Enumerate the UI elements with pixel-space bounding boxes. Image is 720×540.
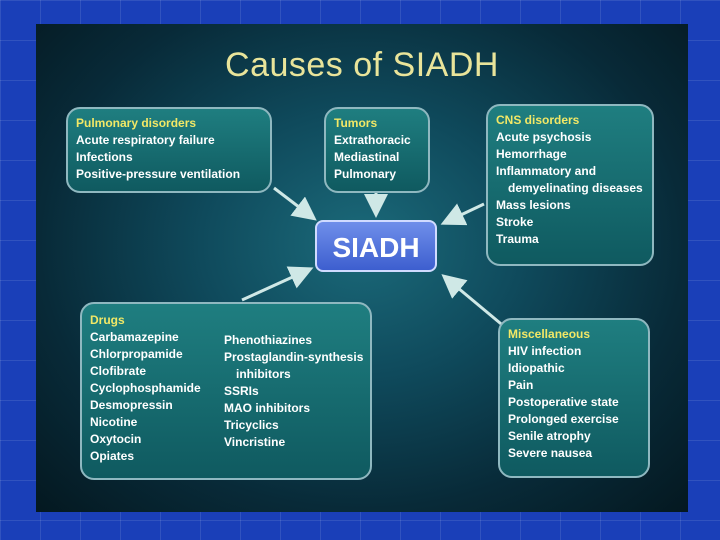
cns-item: Inflammatory and: [496, 164, 597, 178]
drugs-item: Tricyclics: [224, 418, 279, 432]
drugs-item: Cyclophosphamide: [90, 381, 201, 395]
slide: Causes of SIADH Pulmonary disorders Acut…: [36, 24, 688, 512]
pulmonary-title: Pulmonary disorders: [76, 116, 197, 130]
drugs-title: Drugs: [90, 313, 125, 327]
arrow-misc: [441, 274, 507, 330]
tumors-title: Tumors: [334, 116, 378, 130]
misc-title: Miscellaneous: [508, 327, 591, 341]
drugs-item: Chlorpropamide: [90, 347, 183, 361]
tumors-box: Tumors Extrathoracic Mediastinal Pulmona…: [324, 107, 430, 193]
drugs-item: Desmopressin: [90, 398, 173, 412]
arrow-drugs: [241, 266, 314, 302]
drugs-item: Carbamazepine: [90, 330, 179, 344]
drugs-item: MAO inhibitors: [224, 401, 310, 415]
cns-item: Hemorrhage: [496, 147, 567, 161]
cns-title: CNS disorders: [496, 113, 580, 127]
arrows-layer: [241, 186, 507, 330]
cns-item: Mass lesions: [496, 198, 571, 212]
pulmonary-item: Positive-pressure ventilation: [76, 167, 241, 181]
tumors-item: Pulmonary: [334, 167, 397, 181]
misc-box: Miscellaneous HIV infection Idiopathic P…: [498, 318, 650, 478]
drugs-item: inhibitors: [236, 367, 291, 381]
misc-item: Severe nausea: [508, 446, 593, 460]
misc-item: HIV infection: [508, 344, 582, 358]
drugs-item: Opiates: [90, 449, 135, 463]
cns-item: Acute psychosis: [496, 130, 592, 144]
cns-box: CNS disorders Acute psychosis Hemorrhage…: [486, 104, 654, 266]
pulmonary-item: Acute respiratory failure: [76, 133, 215, 147]
misc-item: Prolonged exercise: [508, 412, 619, 426]
cns-item: Stroke: [496, 215, 534, 229]
drugs-item: Phenothiazines: [224, 333, 313, 347]
arrow-pulmonary: [273, 186, 317, 221]
misc-item: Idiopathic: [508, 361, 565, 375]
drugs-item: SSRIs: [224, 384, 259, 398]
drugs-box: Drugs Carbamazepine Chlorpropamide Clofi…: [80, 302, 372, 480]
misc-item: Pain: [508, 378, 534, 392]
drugs-item: Clofibrate: [90, 364, 147, 378]
cns-item: Trauma: [496, 232, 539, 246]
misc-item: Postoperative state: [508, 395, 619, 409]
drugs-item: Nicotine: [90, 415, 138, 429]
drugs-col-2: Phenothiazines Prostaglandin-synthesis i…: [224, 332, 363, 451]
arrow-cns: [440, 202, 485, 226]
drugs-item: Oxytocin: [90, 432, 142, 446]
siadh-center-box: SIADH: [315, 220, 437, 272]
misc-item: Senile atrophy: [508, 429, 591, 443]
slide-title: Causes of SIADH: [225, 46, 499, 84]
pulmonary-item: Infections: [76, 150, 133, 164]
tumors-item: Extrathoracic: [334, 133, 411, 147]
drugs-item: Prostaglandin-synthesis: [224, 350, 364, 364]
drugs-item: Vincristine: [224, 435, 286, 449]
pulmonary-box: Pulmonary disorders Acute respiratory fa…: [66, 107, 272, 193]
tumors-item: Mediastinal: [334, 150, 400, 164]
drugs-col-1: Drugs Carbamazepine Chlorpropamide Clofi…: [90, 312, 201, 465]
cns-item: demyelinating diseases: [508, 181, 643, 195]
